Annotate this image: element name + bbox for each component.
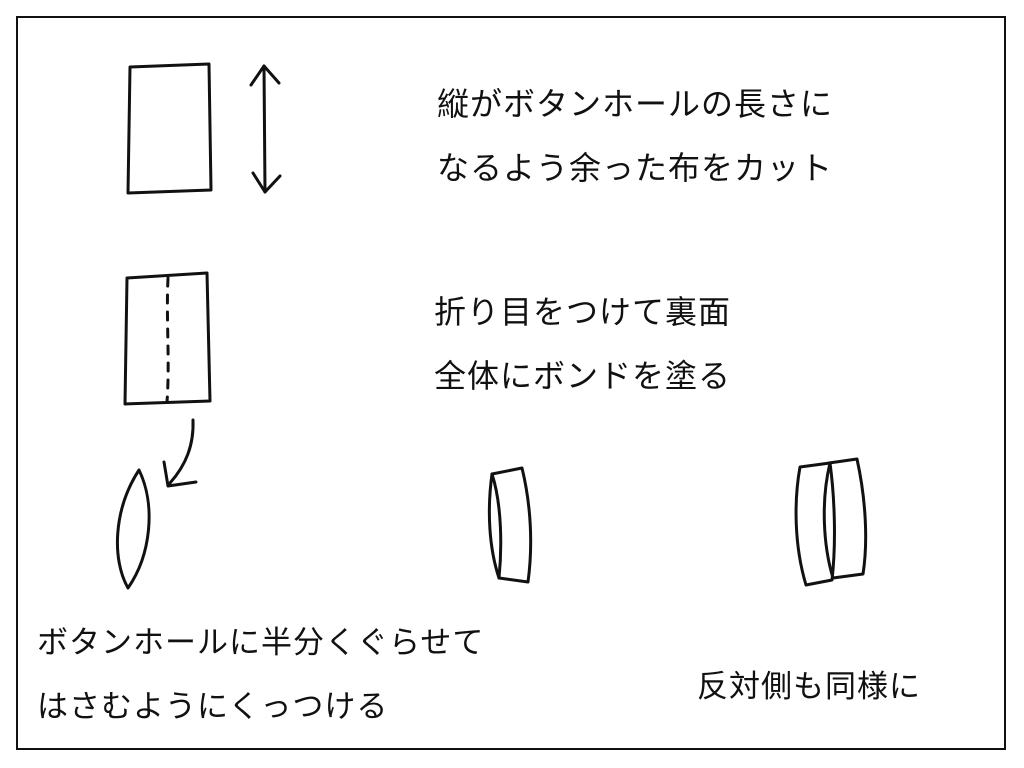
fabric-rectangle <box>126 62 213 195</box>
curved-arrow-icon <box>162 418 198 488</box>
step4-caption: 反対側も同様に <box>697 669 921 705</box>
step1-caption-line1: 縦がボタンホールの長さに <box>437 85 834 123</box>
diagram-frame <box>16 16 1006 750</box>
step2-caption-line2: 全体にボンドを塗る <box>434 357 732 395</box>
fold-line-dashed <box>165 276 170 404</box>
folded-fabric-rectangle <box>123 271 212 406</box>
pinched-fabric-shape <box>115 468 151 590</box>
step3-caption-line2: はさむようにくっつける <box>37 689 389 725</box>
length-arrow-icon <box>249 64 282 194</box>
strap-double-shape <box>794 457 868 587</box>
strap-single-shape <box>487 466 533 584</box>
step1-caption-line2: なるよう余った布をカット <box>437 149 834 187</box>
step3-caption-line1: ボタンホールに半分くぐらせて <box>37 625 485 661</box>
step2-caption-line1: 折り目をつけて裏面 <box>434 293 732 331</box>
